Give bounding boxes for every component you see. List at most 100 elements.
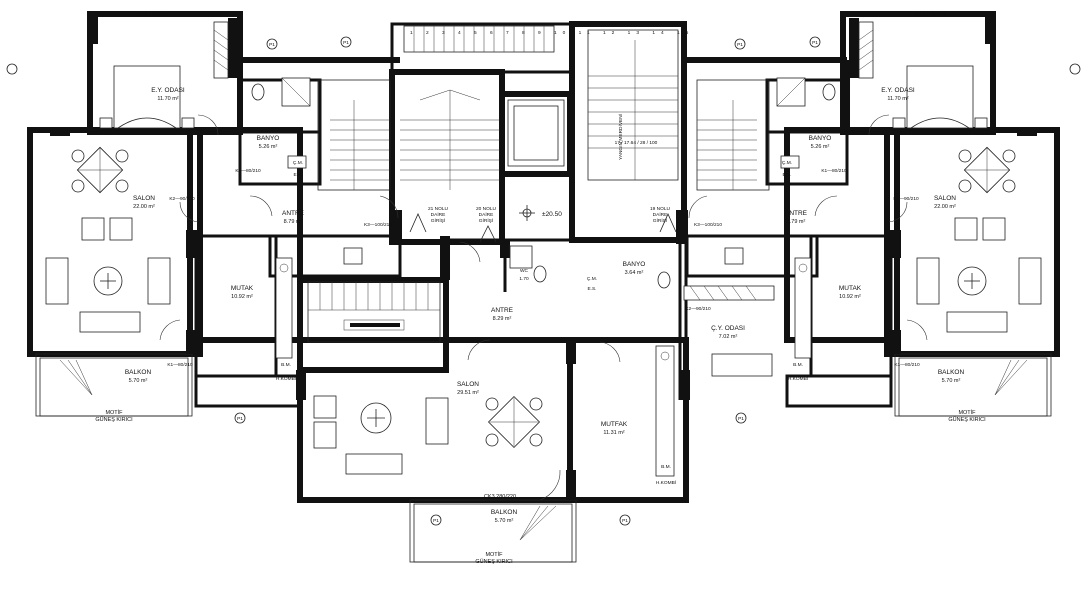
bm-left: B.M. <box>281 362 291 368</box>
p1-label-8: P1 <box>622 518 628 524</box>
lower-stair <box>307 281 441 343</box>
room-mutak-left-area: 10.92 m² <box>231 294 253 300</box>
door-k1-right-banyo: K1—80/210 <box>821 168 847 174</box>
door-k1-left-balkon: K1—80/210 <box>167 362 193 368</box>
center-stair <box>400 89 500 190</box>
wardrobe-right <box>858 21 874 79</box>
dining-table-left <box>71 146 129 194</box>
room-balkon-right-name: BALKON <box>938 369 965 376</box>
room-labels: E.Y. ODASI 11.70 m² E.Y. ODASI 11.70 m² … <box>125 87 965 524</box>
daire-19-girisi: GİRİŞİ <box>653 217 667 224</box>
bm-right: B.M. <box>793 362 803 368</box>
room-balkon-center-name: BALKON <box>491 509 518 516</box>
room-salon-right-area: 22.00 m² <box>934 204 956 210</box>
right-stair <box>696 79 770 191</box>
living-set-center <box>313 395 449 475</box>
kombi-left: H.KOMBİ <box>276 375 296 382</box>
room-mutfak-center-name: MUTFAK <box>601 421 628 428</box>
daire-21-girisi: GİRİŞİ <box>431 217 445 224</box>
room-balkon-center-area: 5.70 m² <box>495 518 514 524</box>
gunes-kirici-center: GÜNEŞ KIRICI <box>475 558 513 565</box>
kitchen-counters <box>275 257 812 477</box>
door-k2-right-salon: K2—90/210 <box>893 196 919 202</box>
room-wc-center-area: 1.70 <box>519 276 529 282</box>
daire-19-daire: DAİRE <box>653 211 668 218</box>
room-banyo-right-name: BANYO <box>809 135 832 142</box>
ck3-left-label: CK3 170/220 <box>136 12 168 18</box>
daire-21-label: 21 NOLU <box>428 206 449 212</box>
bath-fixtures <box>251 77 836 377</box>
living-set-left <box>45 217 171 333</box>
daire-20-girisi: GİRİŞİ <box>479 217 493 224</box>
room-antre-right-area: 8.79 m² <box>787 219 806 225</box>
room-balkon-right-area: 5.70 m² <box>942 378 961 384</box>
room-mutfak-center-area: 11.31 m² <box>603 430 624 436</box>
p1-label-1: P1 <box>269 42 275 48</box>
room-ey-right-name: E.Y. ODASI <box>881 87 915 94</box>
cy-wardrobe <box>683 285 775 301</box>
bed-right <box>892 65 988 129</box>
entry-arrows <box>409 213 677 243</box>
room-salon-left-area: 22.00 m² <box>133 204 155 210</box>
p1-label-4: P1 <box>812 40 818 46</box>
p1-label-3: P1 <box>737 42 743 48</box>
ck3-right-label: CK3 170/220 <box>914 12 946 18</box>
motif-center: MOTİF <box>485 551 503 558</box>
top-stair <box>403 25 555 53</box>
wardrobe-left <box>213 21 229 79</box>
room-cy-odasi-name: Ç.Y. ODASI <box>711 325 745 332</box>
door-codes: K1—80/210 K1—80/210 K2—90/210 K2—90/210 … <box>167 168 920 368</box>
p1-label-7: P1 <box>433 518 439 524</box>
room-mutak-right-name: MUTAK <box>839 285 862 292</box>
room-antre-right-name: ANTRE <box>785 210 808 217</box>
p1-label-5: P1 <box>237 416 243 422</box>
fire-stair <box>587 29 679 181</box>
door-swings <box>159 114 928 501</box>
room-ey-left-name: E.Y. ODASI <box>151 87 185 94</box>
door-k2-cy: K2—90/210 <box>685 306 711 312</box>
room-wc-center-name: WC <box>520 268 529 274</box>
dining-table-center <box>485 395 543 449</box>
annotation-labels: CK3 170/220 CK3 170/220 CK3 280/220 MOTİ… <box>95 12 986 565</box>
es-center: E.S. <box>587 286 596 292</box>
dining-table-right <box>958 146 1016 194</box>
p1-label-6: P1 <box>738 416 744 422</box>
left-stair <box>317 79 391 191</box>
cm-left: Ç.M. <box>293 160 303 166</box>
daire-20-daire: DAİRE <box>479 211 494 218</box>
daire-20-label: 20 NOLU <box>476 206 497 212</box>
daire-21-daire: DAİRE <box>431 211 446 218</box>
living-set-right <box>916 217 1042 333</box>
room-antre-center-name: ANTRE <box>491 307 514 314</box>
daire-19-label: 19 NOLU <box>650 206 671 212</box>
door-k3-right: K3—100/210 <box>694 222 722 228</box>
es-right: E.S. <box>782 172 791 178</box>
gunes-kirici-left: GÜNEŞ KIRICI <box>95 416 133 423</box>
level-marker <box>519 205 535 221</box>
p1-label-2: P1 <box>343 40 349 46</box>
room-mutak-right-area: 10.92 m² <box>839 294 861 300</box>
room-salon-center-name: SALON <box>457 381 479 388</box>
room-balkon-left-area: 5.70 m² <box>129 378 148 384</box>
stair-numbers: 1 2 3 4 5 6 7 8 9 10 11 12 13 14 15 <box>410 30 688 36</box>
cm-center: Ç.M. <box>587 276 597 282</box>
bed-left <box>99 65 195 129</box>
room-salon-right-name: SALON <box>934 195 956 202</box>
motif-right: MOTİF <box>958 409 976 416</box>
room-antre-center-area: 8.29 m² <box>493 316 512 322</box>
right-mid-walls <box>685 234 893 408</box>
p1-markers <box>6 36 1081 526</box>
room-balkon-left-name: BALKON <box>125 369 152 376</box>
gunes-kirici-right: GÜNEŞ KIRICI <box>948 416 986 423</box>
kombi-right: H.KOMBİ <box>788 375 808 382</box>
es-left: E.S. <box>293 172 302 178</box>
level-label: ±20.50 <box>542 211 562 218</box>
motif-left: MOTİF <box>105 409 123 416</box>
door-k1-left-banyo: K1—80/210 <box>235 168 261 174</box>
room-cy-odasi-area: 7.02 m² <box>719 334 738 340</box>
elevator <box>507 99 565 167</box>
room-antre-left-area: 8.79 m² <box>284 219 303 225</box>
room-ey-right-area: 11.70 m² <box>887 96 908 102</box>
columns <box>50 14 1037 500</box>
